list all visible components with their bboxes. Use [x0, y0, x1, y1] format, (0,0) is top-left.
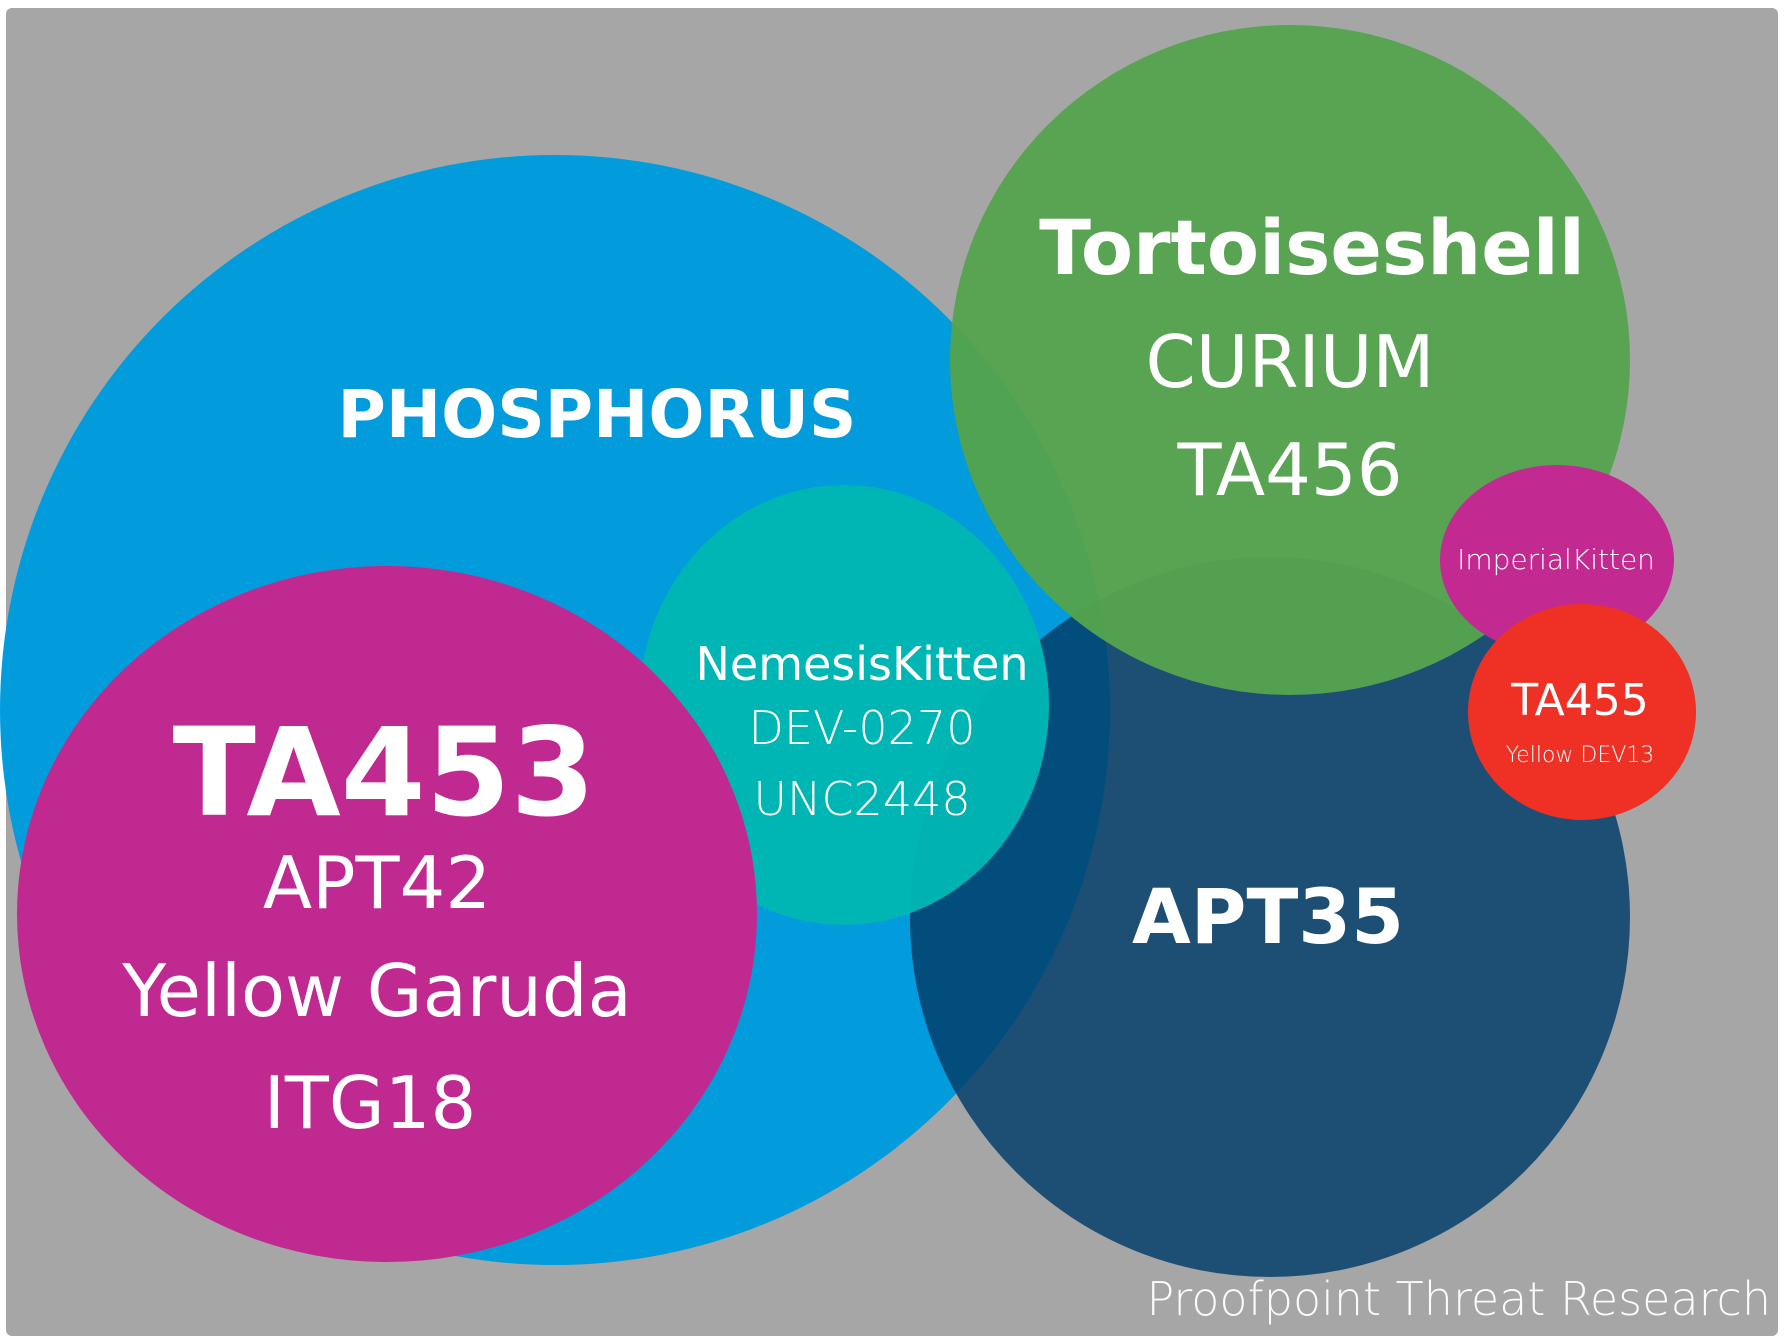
- ta453-alias-2: Yellow Garuda: [121, 949, 632, 1033]
- ta453-label: TA453: [173, 702, 596, 844]
- ta455-label: TA455: [1510, 675, 1649, 726]
- imperial-label: ImperialKitten: [1457, 543, 1655, 576]
- phosphorus-label: PHOSPHORUS: [338, 376, 857, 453]
- ta455-alias: Yellow DEV13: [1506, 743, 1655, 768]
- credit-text: Proofpoint Threat Research: [1146, 1272, 1771, 1326]
- ta453-alias-3: ITG18: [264, 1061, 477, 1145]
- nemesis-label: NemesisKitten: [695, 637, 1028, 691]
- tortoiseshell-alias-1: CURIUM: [1145, 320, 1434, 404]
- apt35-label: APT35: [1132, 872, 1404, 961]
- ta453-circle: [17, 566, 757, 1262]
- tortoiseshell-alias-2: TA456: [1176, 428, 1402, 512]
- imperial-circle: [1440, 465, 1674, 655]
- ta455-circle: [1468, 604, 1696, 820]
- nemesis-alias-2: UNC2448: [753, 772, 970, 826]
- ta453-alias-1: APT42: [263, 841, 491, 925]
- nemesis-alias-1: DEV-0270: [749, 701, 976, 755]
- tortoiseshell-label: Tortoiseshell: [1039, 203, 1585, 292]
